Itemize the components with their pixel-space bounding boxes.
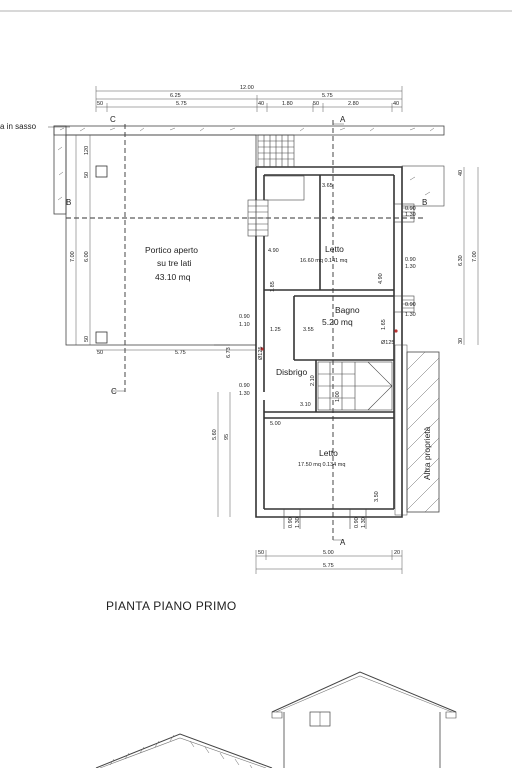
dim-bottom-a: 50 [258, 550, 264, 556]
section-c-top: C [110, 115, 116, 124]
dim-bottom-c: 20 [394, 550, 400, 556]
dim-top-e: 50 [313, 101, 319, 107]
stairs-top [247, 134, 305, 237]
dim-total-width: 12.00 [240, 85, 254, 91]
section-c-bottom: C [111, 387, 117, 396]
dim-left-bottom: 50 [84, 336, 90, 342]
dim-right-bottom: 30 [458, 338, 464, 344]
plan-title: PIANTA PIANO PRIMO [106, 599, 237, 613]
bathroom-name: Bagno [335, 305, 360, 315]
opening-right-2-h: 1.30 [405, 264, 416, 270]
flue-marker-bath [394, 329, 398, 333]
dim-top-left: 6.25 [170, 93, 181, 99]
top-dimensions: 12.00 6.25 5.75 50 5.75 40 1.80 50 2.80 … [95, 85, 403, 112]
dim-inner-i: 1.65 [381, 319, 387, 330]
dim-right-inner: 6.30 [458, 255, 464, 266]
porch-outline [65, 134, 257, 346]
dim-inner-d: 1.85 [270, 281, 276, 292]
dim-inner-b: 4.90 [268, 248, 279, 254]
dim-left-top-a: 120 [84, 146, 90, 155]
elevation-drawing [95, 671, 457, 768]
dim-porch-left: 50 [97, 350, 103, 356]
dim-bottom-b: 5.00 [323, 550, 334, 556]
dim-inner-h: 3.55 [303, 327, 314, 333]
dim-inner-l: 3.10 [300, 402, 311, 408]
section-b-right: B [422, 198, 427, 207]
dim-bottom-total: 5.75 [323, 563, 334, 569]
opening-bottom-2-h: 1.30 [361, 517, 367, 528]
dim-inner-f: 1.10 [239, 322, 250, 328]
stone-wall-band [53, 125, 445, 215]
opening-bottom-2-w: 0.90 [354, 517, 360, 528]
dim-inner-p: 3.50 [374, 491, 380, 502]
dim-left-inner: 6.00 [84, 251, 90, 262]
hall-name: Disbrigo [276, 367, 307, 377]
dim-porch-corner: 6.73 [226, 347, 232, 358]
bathroom-area: 5.20 mq [322, 317, 353, 327]
dim-top-f: 2.80 [348, 101, 359, 107]
dim-porch-width: 5.75 [175, 350, 186, 356]
flue-marker-hall [260, 347, 264, 351]
opening-right-2-w: 0.90 [405, 257, 416, 263]
dim-top-a: 50 [97, 101, 103, 107]
dim-top-c: 40 [258, 101, 264, 107]
neighbor-property [394, 344, 440, 516]
dim-right-outer: 7.00 [472, 251, 478, 262]
dim-inner-c: 4.90 [378, 273, 384, 284]
dim-inner-m: 0.90 [239, 383, 250, 389]
porch-label-line1: Portico aperto [145, 245, 198, 255]
dim-top-g: 40 [393, 101, 399, 107]
dim-inner-e: 0.90 [239, 314, 250, 320]
dim-lower-inner: 95 [224, 434, 230, 440]
dim-inner-g: 1.25 [270, 327, 281, 333]
section-lines [66, 120, 424, 541]
dim-left-outer: 7.00 [70, 251, 76, 262]
dim-top-d: 1.80 [282, 101, 293, 107]
opening-right-1-w: 0.90 [405, 206, 416, 212]
opening-bottom-1-h: 1.30 [295, 517, 301, 528]
dim-inner-o: 5.00 [270, 421, 281, 427]
stone-wall-label: a in sasso [0, 122, 37, 131]
opening-right-1-h: 1.30 [405, 212, 416, 218]
bottom-dimensions [255, 550, 403, 574]
flue-label-hall: Ø125 [258, 347, 264, 360]
left-dimensions [75, 135, 231, 517]
bottom-openings [283, 509, 367, 529]
porch-label-line2: su tre lati [157, 258, 192, 268]
section-a-top: A [340, 115, 346, 124]
stairs-hall [317, 361, 393, 411]
porch-area: 43.10 mq [155, 272, 191, 282]
dim-inner-j: 2.10 [310, 375, 316, 386]
flue-label-bath: Ø125 [381, 340, 394, 346]
bedroom2-name: Letto [319, 448, 338, 458]
dim-lower-outer: 5.60 [212, 429, 218, 440]
dim-left-top-b: 50 [84, 172, 90, 178]
dim-right-top: 40 [458, 170, 464, 176]
dim-inner-k: 1.00 [335, 391, 341, 402]
bedroom2-area: 17.50 mq 0.134 mq [298, 462, 345, 468]
dim-top-b: 5.75 [176, 101, 187, 107]
section-b-left: B [66, 198, 71, 207]
dim-top-right: 5.75 [322, 93, 333, 99]
section-a-bottom: A [340, 538, 346, 547]
bedroom1-name: Letto [325, 244, 344, 254]
dim-inner-n: 1.30 [239, 391, 250, 397]
opening-right-3-w: 0.90 [405, 302, 416, 308]
bedroom1-area: 16.60 mq 0.141 mq [300, 258, 347, 264]
right-dimensions [463, 167, 479, 345]
opening-bottom-1-w: 0.90 [288, 517, 294, 528]
dim-inner-a: 3.65 [322, 183, 333, 189]
right-openings [393, 203, 415, 313]
opening-right-3-h: 1.30 [405, 312, 416, 318]
neighbor-label: Altra proprietà [422, 426, 432, 480]
